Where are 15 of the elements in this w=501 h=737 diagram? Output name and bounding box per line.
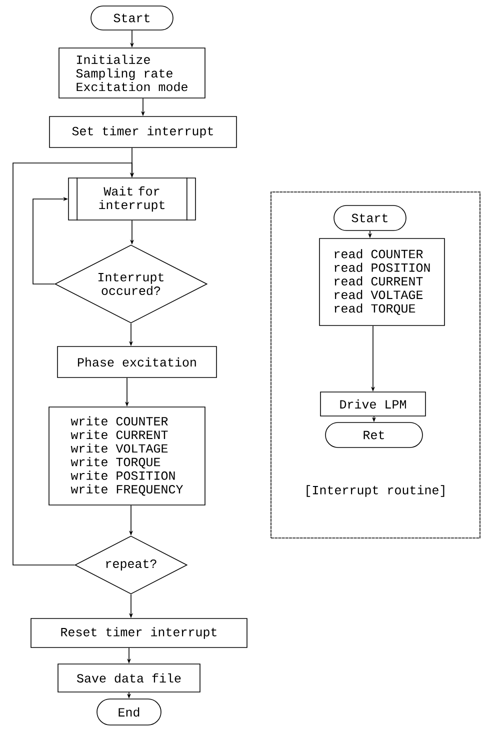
process-box: read COUNTER read POSITION read CURRENT read VOLTAGE read TORQUE bbox=[319, 238, 445, 326]
process-box: Save data file bbox=[58, 664, 200, 692]
terminal-box: End bbox=[96, 698, 162, 726]
process-box: write COUNTER write CURRENT write VOLTAGE write TORQUE write POSITION write FREQUENCY bbox=[48, 406, 206, 506]
process-box: Phase excitation bbox=[57, 346, 217, 378]
process-box: Drive LPM bbox=[320, 392, 426, 416]
subroutine-box: Wait for interrupt bbox=[68, 177, 196, 221]
arrow bbox=[12, 162, 134, 566]
process-box: Reset timer interrupt bbox=[30, 618, 248, 648]
panel-caption: [Interrupt routine] bbox=[306, 485, 444, 497]
terminal-box: Ret bbox=[325, 422, 423, 448]
process-box: Set timer interrupt bbox=[49, 116, 237, 148]
terminal-box: Start bbox=[334, 205, 406, 231]
terminal-box: Start bbox=[90, 6, 174, 30]
process-box: Initialize Sampling rate Excitation mode bbox=[58, 48, 206, 98]
